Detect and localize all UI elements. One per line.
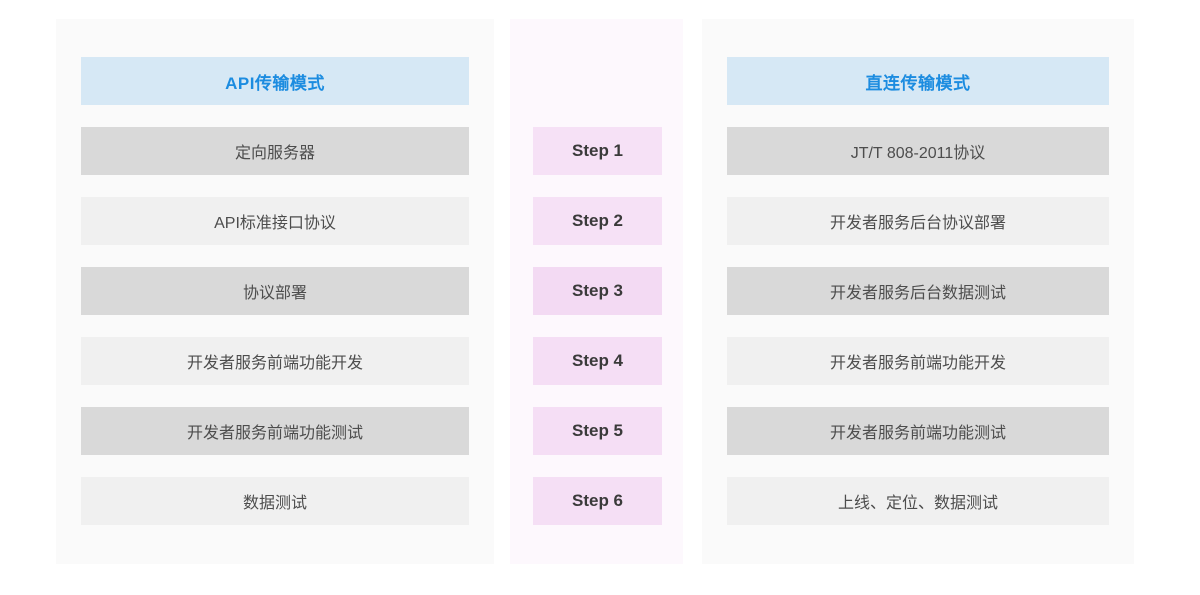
step-label-5: Step 5 [533, 407, 662, 455]
direct-mode-rows: JT/T 808-2011协议 开发者服务后台协议部署 开发者服务后台数据测试 … [727, 127, 1109, 525]
api-mode-rows: 定向服务器 API标准接口协议 协议部署 开发者服务前端功能开发 开发者服务前端… [81, 127, 469, 525]
api-mode-header: API传输模式 [81, 57, 469, 105]
direct-mode-step-2: 开发者服务后台协议部署 [727, 197, 1109, 245]
direct-mode-step-6: 上线、定位、数据测试 [727, 477, 1109, 525]
direct-mode-header: 直连传输模式 [727, 57, 1109, 105]
api-mode-step-1: 定向服务器 [81, 127, 469, 175]
direct-mode-step-3: 开发者服务后台数据测试 [727, 267, 1109, 315]
step-label-2: Step 2 [533, 197, 662, 245]
steps-panel: Step 1 Step 2 Step 3 Step 4 Step 5 Step … [510, 19, 683, 564]
direct-mode-step-1: JT/T 808-2011协议 [727, 127, 1109, 175]
step-label-3: Step 3 [533, 267, 662, 315]
direct-mode-panel: 直连传输模式 JT/T 808-2011协议 开发者服务后台协议部署 开发者服务… [702, 19, 1134, 564]
step-label-1: Step 1 [533, 127, 662, 175]
direct-mode-step-4: 开发者服务前端功能开发 [727, 337, 1109, 385]
api-mode-step-3: 协议部署 [81, 267, 469, 315]
direct-mode-step-5: 开发者服务前端功能测试 [727, 407, 1109, 455]
step-label-6: Step 6 [533, 477, 662, 525]
api-mode-step-4: 开发者服务前端功能开发 [81, 337, 469, 385]
api-mode-step-5: 开发者服务前端功能测试 [81, 407, 469, 455]
api-mode-step-6: 数据测试 [81, 477, 469, 525]
step-label-4: Step 4 [533, 337, 662, 385]
api-mode-panel: API传输模式 定向服务器 API标准接口协议 协议部署 开发者服务前端功能开发… [56, 19, 494, 564]
api-mode-step-2: API标准接口协议 [81, 197, 469, 245]
steps-header-spacer [533, 57, 662, 105]
